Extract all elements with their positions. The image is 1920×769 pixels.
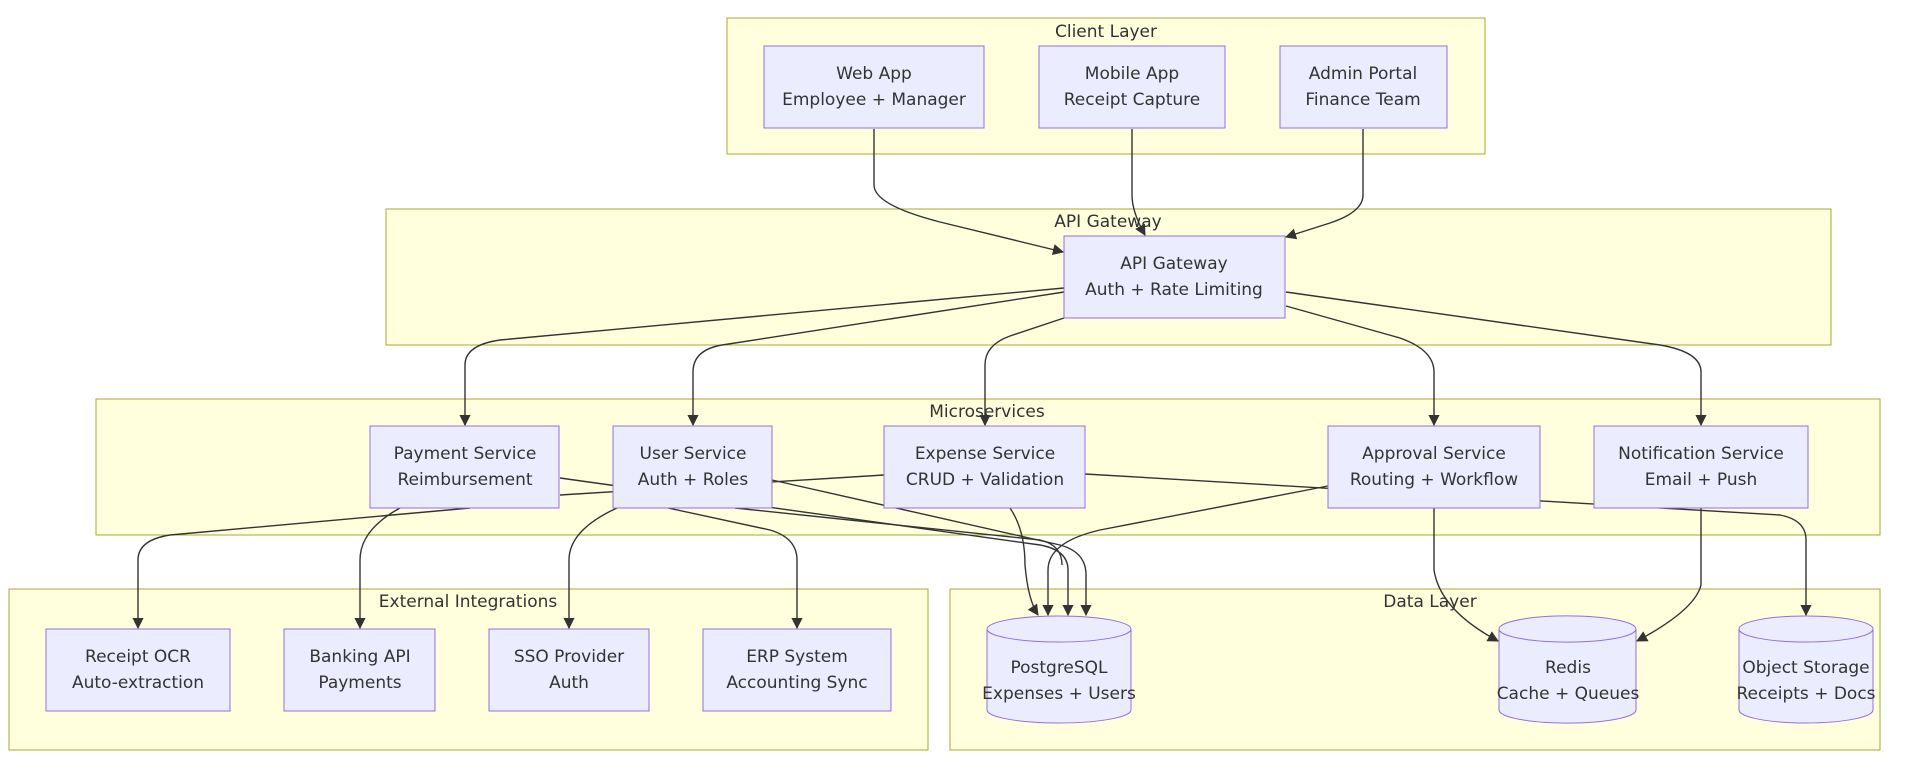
node-receipt-ocr-subtitle: Auto-extraction bbox=[72, 673, 204, 693]
node-expense-service[interactable]: Expense Service CRUD + Validation bbox=[883, 425, 1086, 509]
cluster-microservices-label: Microservices bbox=[929, 402, 1045, 422]
edge-gateway-to-approval bbox=[1285, 305, 1440, 427]
edge-web-to-gateway bbox=[873, 129, 1065, 256]
edge-user-to-postgres-2 bbox=[734, 507, 1063, 566]
node-redis-subtitle: Cache + Queues bbox=[1497, 684, 1640, 704]
node-payment-service[interactable]: Payment Service Reimbursement bbox=[369, 425, 560, 509]
node-object-storage-title: Object Storage bbox=[1742, 658, 1869, 678]
edge-payment-to-ocr bbox=[132, 507, 471, 630]
node-admin-portal-subtitle: Finance Team bbox=[1305, 90, 1420, 110]
node-sso-provider[interactable]: SSO Provider Auth bbox=[488, 628, 650, 712]
node-user-service[interactable]: User Service Auth + Roles bbox=[612, 425, 773, 509]
edge-gateway-to-payment bbox=[459, 287, 1065, 427]
node-approval-service[interactable]: Approval Service Routing + Workflow bbox=[1327, 425, 1541, 509]
node-mobile-app-title: Mobile App bbox=[1085, 64, 1179, 84]
cluster-api-gateway-label: API Gateway bbox=[1054, 212, 1161, 232]
edge-gateway-to-user bbox=[687, 291, 1065, 427]
cluster-external-integrations-label: External Integrations bbox=[379, 592, 558, 612]
node-web-app-subtitle: Employee + Manager bbox=[782, 90, 966, 110]
node-api-gateway-subtitle: Auth + Rate Limiting bbox=[1085, 280, 1263, 300]
node-sso-provider-title: SSO Provider bbox=[514, 647, 624, 667]
node-erp-system-subtitle: Accounting Sync bbox=[726, 673, 867, 693]
node-postgresql-subtitle: Expenses + Users bbox=[982, 684, 1136, 704]
node-object-storage[interactable]: Object Storage Receipts + Docs bbox=[1736, 615, 1876, 724]
edge-mobile-to-gateway bbox=[1131, 129, 1146, 236]
edge-expense-to-object-storage bbox=[1084, 473, 1812, 617]
edge-payment-to-banking bbox=[354, 507, 401, 630]
node-redis-title: Redis bbox=[1545, 658, 1591, 678]
edge-payment-to-postgres bbox=[559, 477, 1074, 617]
node-notification-service[interactable]: Notification Service Email + Push bbox=[1593, 425, 1809, 509]
edge-gateway-to-expense bbox=[979, 317, 1065, 427]
edge-notification-to-redis bbox=[1636, 508, 1702, 642]
node-banking-api[interactable]: Banking API Payments bbox=[283, 628, 436, 712]
node-mobile-app-subtitle: Receipt Capture bbox=[1064, 90, 1201, 110]
node-expense-service-title: Expense Service bbox=[915, 444, 1055, 464]
cluster-data-layer-label: Data Layer bbox=[1383, 592, 1476, 612]
edge-expense-to-postgres bbox=[1009, 507, 1039, 616]
node-notification-service-title: Notification Service bbox=[1618, 444, 1784, 464]
node-sso-provider-subtitle: Auth bbox=[549, 673, 589, 693]
node-expense-service-subtitle: CRUD + Validation bbox=[906, 470, 1064, 490]
node-api-gateway-title: API Gateway bbox=[1120, 254, 1227, 274]
node-banking-api-title: Banking API bbox=[309, 647, 410, 667]
node-receipt-ocr[interactable]: Receipt OCR Auto-extraction bbox=[45, 628, 231, 712]
node-payment-service-subtitle: Reimbursement bbox=[397, 470, 532, 490]
edge-gateway-to-notification bbox=[1285, 291, 1707, 427]
node-redis[interactable]: Redis Cache + Queues bbox=[1497, 615, 1640, 724]
node-erp-system-title: ERP System bbox=[746, 647, 848, 667]
node-erp-system[interactable]: ERP System Accounting Sync bbox=[702, 628, 892, 712]
node-admin-portal[interactable]: Admin Portal Finance Team bbox=[1279, 45, 1448, 129]
edge-admin-to-gateway bbox=[1284, 129, 1364, 240]
node-banking-api-subtitle: Payments bbox=[318, 673, 401, 693]
node-web-app-title: Web App bbox=[836, 64, 912, 84]
edge-user-to-postgres bbox=[771, 479, 1092, 617]
node-admin-portal-title: Admin Portal bbox=[1309, 64, 1417, 84]
edges bbox=[132, 129, 1812, 642]
node-postgresql[interactable]: PostgreSQL Expenses + Users bbox=[982, 615, 1136, 724]
node-postgresql-title: PostgreSQL bbox=[1010, 658, 1108, 678]
node-web-app[interactable]: Web App Employee + Manager bbox=[763, 45, 985, 129]
node-user-service-title: User Service bbox=[640, 444, 747, 464]
edge-approval-to-redis bbox=[1433, 508, 1499, 642]
edge-user-to-sso bbox=[563, 507, 618, 630]
node-payment-service-title: Payment Service bbox=[394, 444, 537, 464]
node-mobile-app[interactable]: Mobile App Receipt Capture bbox=[1038, 45, 1226, 129]
node-user-service-subtitle: Auth + Roles bbox=[638, 470, 749, 490]
cluster-api-gateway: API Gateway bbox=[385, 208, 1832, 346]
node-receipt-ocr-title: Receipt OCR bbox=[85, 647, 191, 667]
node-api-gateway[interactable]: API Gateway Auth + Rate Limiting bbox=[1063, 235, 1286, 319]
node-object-storage-subtitle: Receipts + Docs bbox=[1736, 684, 1875, 704]
node-notification-service-subtitle: Email + Push bbox=[1645, 470, 1758, 490]
edge-approval-to-postgres bbox=[1042, 485, 1329, 617]
node-approval-service-subtitle: Routing + Workflow bbox=[1350, 470, 1518, 490]
cluster-client-layer-label: Client Layer bbox=[1055, 22, 1157, 42]
edge-user-to-erp bbox=[667, 507, 803, 630]
node-approval-service-title: Approval Service bbox=[1362, 444, 1506, 464]
